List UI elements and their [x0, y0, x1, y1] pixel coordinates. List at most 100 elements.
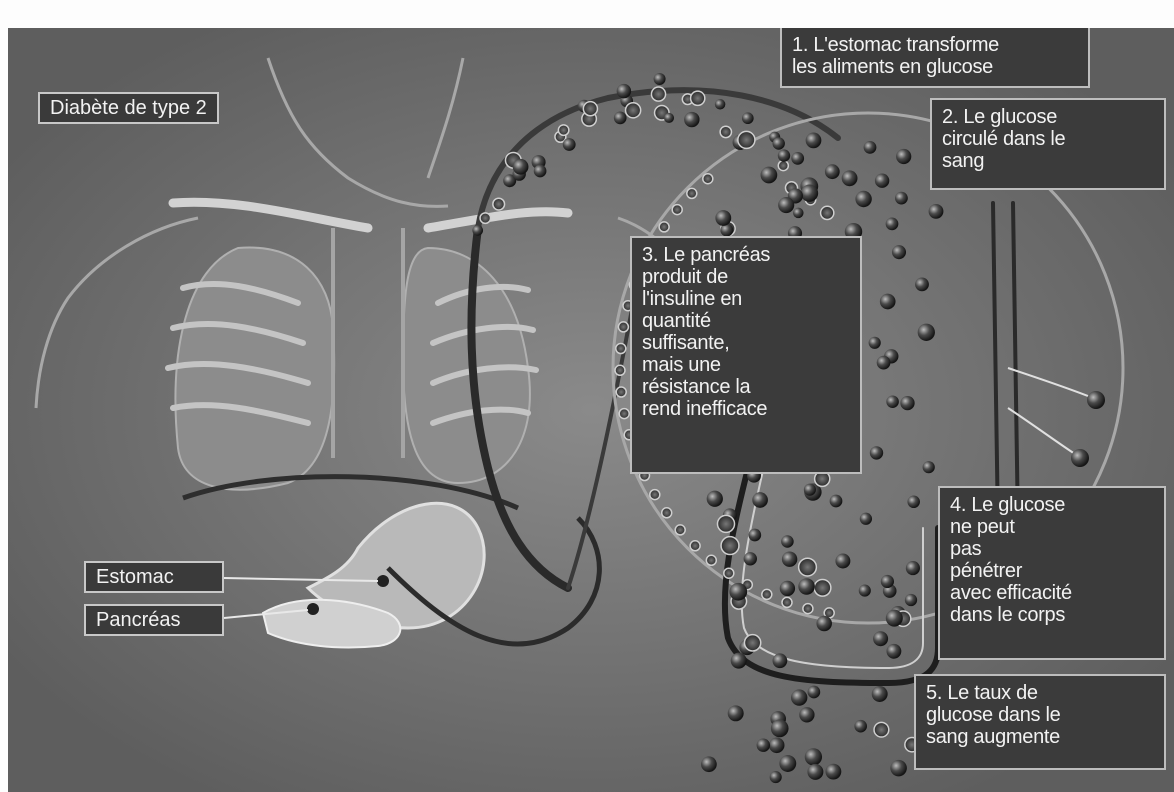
glucose-particle — [881, 575, 894, 588]
glucose-particle — [752, 492, 768, 508]
glucose-particle — [687, 188, 697, 198]
glucose-particle — [907, 496, 920, 509]
glucose-particle — [816, 616, 831, 631]
glucose-particle — [821, 206, 834, 219]
glucose-particle — [825, 764, 841, 780]
step-5-box: 5. Le taux de glucose dans le sang augme… — [914, 674, 1166, 770]
glucose-particle — [799, 558, 817, 576]
glucose-particle — [872, 686, 888, 702]
glucose-particle — [744, 552, 757, 565]
glucose-particle — [798, 578, 815, 595]
glucose-particle — [691, 91, 705, 105]
glucose-particle — [805, 748, 822, 765]
glucose-particle — [791, 689, 807, 705]
glucose-particle — [664, 113, 674, 123]
glucose-particle — [706, 555, 716, 565]
glucose-particle — [472, 225, 483, 236]
glucose-particle — [859, 585, 871, 597]
glucose-particle — [779, 755, 796, 772]
glucose-particle — [855, 191, 871, 207]
glucose-particle — [715, 210, 731, 226]
receptor-ball — [1087, 391, 1105, 409]
glucose-particle — [618, 322, 628, 332]
receptor-ball — [1071, 449, 1089, 467]
glucose-particle — [744, 635, 760, 651]
glucose-particle — [731, 653, 747, 669]
glucose-particle — [877, 356, 891, 370]
glucose-particle — [830, 495, 843, 508]
glucose-particle — [672, 205, 682, 215]
glucose-particle — [717, 515, 734, 532]
glucose-particle — [905, 594, 917, 606]
glucose-particle — [770, 771, 782, 783]
glucose-particle — [803, 604, 813, 614]
glucose-particle — [870, 446, 883, 459]
step-2-box: 2. Le glucose circulé dans le sang — [930, 98, 1166, 190]
step-4-box: 4. Le glucose ne peut pas pénétrer avec … — [938, 486, 1166, 660]
glucose-particle — [886, 218, 899, 231]
glucose-particle — [923, 461, 935, 473]
glucose-particle — [807, 764, 823, 780]
glucose-particle — [690, 541, 700, 551]
diagram-panel: Diabète de type 2 1. L'estomac transform… — [8, 28, 1174, 792]
glucose-particle — [906, 561, 920, 575]
glucose-particle — [778, 149, 790, 161]
glucose-particle — [558, 125, 568, 135]
glucose-particle — [616, 344, 626, 354]
glucose-particle — [875, 174, 889, 188]
glucose-particle — [896, 149, 911, 164]
glucose-particle — [769, 738, 785, 754]
glucose-particle — [801, 185, 818, 202]
glucose-particle — [707, 491, 723, 507]
glucose-particle — [886, 610, 903, 627]
glucose-particle — [892, 245, 906, 259]
glucose-particle — [854, 720, 867, 733]
glucose-particle — [615, 365, 625, 375]
glucose-particle — [890, 760, 907, 777]
glucose-particle — [721, 537, 739, 555]
glucose-particle — [724, 568, 734, 578]
glucose-particle — [626, 103, 641, 118]
glucose-particle — [804, 484, 816, 496]
glucose-particle — [915, 277, 929, 291]
stomach-label: Estomac — [84, 561, 224, 593]
glucose-particle — [703, 174, 713, 184]
glucose-particle — [675, 525, 685, 535]
glucose-particle — [650, 490, 660, 500]
glucose-particle — [864, 141, 877, 154]
glucose-particle — [791, 152, 804, 165]
glucose-particle — [771, 720, 789, 738]
glucose-particle — [534, 165, 547, 178]
glucose-particle — [662, 508, 672, 518]
glucose-particle — [684, 112, 699, 127]
diagram-title: Diabète de type 2 — [38, 92, 219, 124]
glucose-particle — [654, 73, 666, 85]
glucose-particle — [761, 167, 778, 184]
glucose-particle — [781, 535, 794, 548]
glucose-particle — [799, 707, 814, 722]
glucose-particle — [886, 644, 901, 659]
pancreas-marker — [307, 603, 319, 615]
glucose-particle — [929, 204, 944, 219]
glucose-particle — [715, 99, 725, 109]
pancreas-label: Pancréas — [84, 604, 224, 636]
glucose-particle — [772, 137, 784, 149]
glucose-particle — [619, 409, 629, 419]
step-1-box: 1. L'estomac transforme les aliments en … — [780, 28, 1090, 88]
glucose-particle — [793, 208, 803, 218]
glucose-particle — [513, 159, 529, 175]
glucose-particle — [616, 387, 626, 397]
glucose-particle — [918, 324, 935, 341]
glucose-particle — [493, 198, 505, 210]
glucose-particle — [842, 170, 858, 186]
step-3-box: 3. Le pancréas produit de l'insuline en … — [630, 236, 862, 474]
glucose-particle — [480, 213, 490, 223]
glucose-particle — [762, 589, 772, 599]
glucose-particle — [659, 222, 669, 232]
glucose-particle — [651, 87, 665, 101]
glucose-particle — [773, 653, 788, 668]
glucose-particle — [808, 686, 821, 699]
glucose-particle — [869, 337, 881, 349]
stomach-marker — [377, 575, 389, 587]
